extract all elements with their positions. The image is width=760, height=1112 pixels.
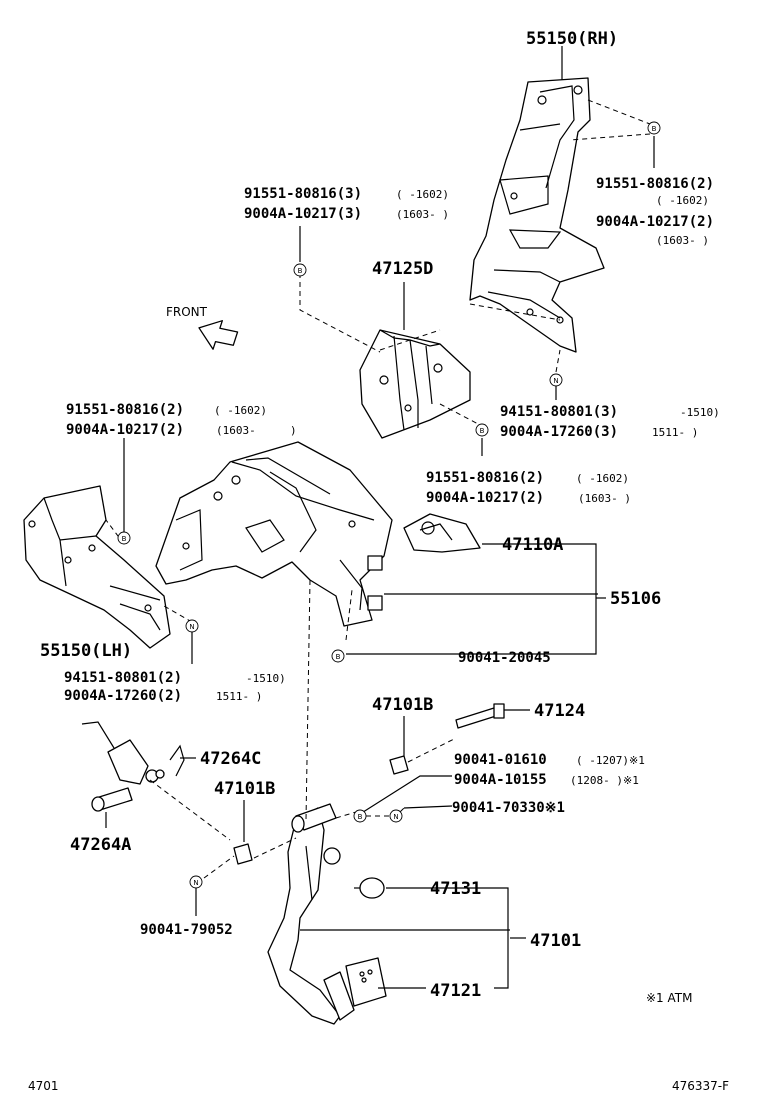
marker-n-47125d: N	[549, 373, 563, 387]
bracket-lh	[23, 485, 171, 649]
marker-b-55106: B	[475, 423, 489, 437]
label-91551-b-range: ( -1602)	[396, 188, 449, 201]
label-47264a: 47264A	[70, 835, 131, 855]
label-9004a-d-range: (1603- )	[578, 492, 631, 505]
label-9004a-10155-range: (1208- )※1	[570, 774, 639, 787]
label-9004a17-a: 9004A-17260(3)	[500, 424, 618, 440]
label-9004a-10155: 9004A-10155	[454, 772, 547, 788]
footer-left: 4701	[28, 1079, 59, 1093]
label-9004a-a-range: (1603- )	[656, 234, 709, 247]
label-90041-01610: 90041-01610	[454, 752, 547, 768]
label-front: FRONT	[166, 305, 208, 319]
svg-text:N: N	[189, 623, 194, 631]
label-47101b-mid: 47101B	[214, 779, 275, 799]
label-91551-d: 91551-80816(2)	[426, 470, 544, 486]
label-91551-b: 91551-80816(3)	[244, 186, 362, 202]
front-arrow-icon	[198, 320, 239, 350]
marker-b-rh: B	[647, 121, 661, 135]
label-9004a-d: 9004A-10217(2)	[426, 490, 544, 506]
leader-lines	[105, 46, 655, 989]
svg-text:N: N	[393, 813, 398, 821]
label-9004a-c-close: )	[290, 424, 297, 437]
switch-47264	[81, 721, 185, 812]
marker-n-pedal: N	[389, 809, 403, 823]
support-55106	[155, 441, 393, 627]
marker-n-79052: N	[189, 875, 203, 889]
svg-text:N: N	[193, 879, 198, 887]
svg-text:B: B	[122, 535, 127, 543]
marker-n-lh: N	[185, 619, 199, 633]
marker-b-47125d: B	[293, 263, 307, 277]
bracket-47125d	[359, 329, 471, 439]
label-47101b-top: 47101B	[372, 695, 433, 715]
fastener-markers: B B N B B N B B N N	[117, 121, 661, 889]
label-91551-d-range: ( -1602)	[576, 472, 629, 485]
label-9004a17-b-range: 1511- )	[216, 690, 262, 703]
label-94151-a-range: -1510)	[680, 406, 720, 419]
label-9004a-c: 9004A-10217(2)	[66, 422, 184, 438]
label-90041-70330: 90041-70330※1	[452, 800, 565, 816]
svg-text:B: B	[358, 813, 363, 821]
label-90041-01610-range: ( -1207)※1	[576, 754, 645, 767]
pedal-47101	[233, 703, 505, 1025]
label-9004a17-a-range: 1511- )	[652, 426, 698, 439]
label-94151-a: 94151-80801(3)	[500, 404, 618, 420]
label-47121: 47121	[430, 981, 481, 1001]
footer-right: 476337-F	[672, 1079, 729, 1093]
svg-text:B: B	[652, 125, 657, 133]
label-91551-a-range: ( -1602)	[656, 194, 709, 207]
label-55150-lh: 55150(LH)	[40, 641, 132, 661]
label-90041-79052: 90041-79052	[140, 922, 233, 938]
label-47131: 47131	[430, 879, 481, 899]
label-47124: 47124	[534, 701, 585, 721]
label-47125d: 47125D	[372, 259, 433, 279]
label-94151-b: 94151-80801(2)	[64, 670, 182, 686]
label-47101: 47101	[530, 931, 581, 951]
marker-b-lh: B	[117, 531, 131, 545]
label-55150-rh: 55150(RH)	[526, 29, 618, 49]
svg-text:N: N	[553, 377, 558, 385]
label-47264c: 47264C	[200, 749, 261, 769]
label-91551-c: 91551-80816(2)	[66, 402, 184, 418]
bracket-47110a	[403, 513, 481, 553]
label-47110a: 47110A	[502, 535, 563, 555]
label-9004a-a: 9004A-10217(2)	[596, 214, 714, 230]
label-9004a17-b: 9004A-17260(2)	[64, 688, 182, 704]
part-labels: 55150(RH) 91551-80816(2) ( -1602) 9004A-…	[28, 29, 729, 1093]
label-90041-20045: 90041-20045	[458, 650, 551, 666]
label-94151-b-range: -1510)	[246, 672, 286, 685]
svg-text:B: B	[336, 653, 341, 661]
svg-text:B: B	[480, 427, 485, 435]
label-9004a-b-range: (1603- )	[396, 208, 449, 221]
label-91551-a: 91551-80816(2)	[596, 176, 714, 192]
marker-b-pedal: B	[353, 809, 367, 823]
label-9004a-c-range: (1603-	[216, 424, 256, 437]
label-9004a-b: 9004A-10217(3)	[244, 206, 362, 222]
marker-b-20045: B	[331, 649, 345, 663]
svg-text:B: B	[298, 267, 303, 275]
bracket-rh	[469, 77, 605, 353]
label-91551-c-range: ( -1602)	[214, 404, 267, 417]
label-55106: 55106	[610, 589, 661, 609]
note-atm: ※1 ATM	[646, 991, 692, 1005]
